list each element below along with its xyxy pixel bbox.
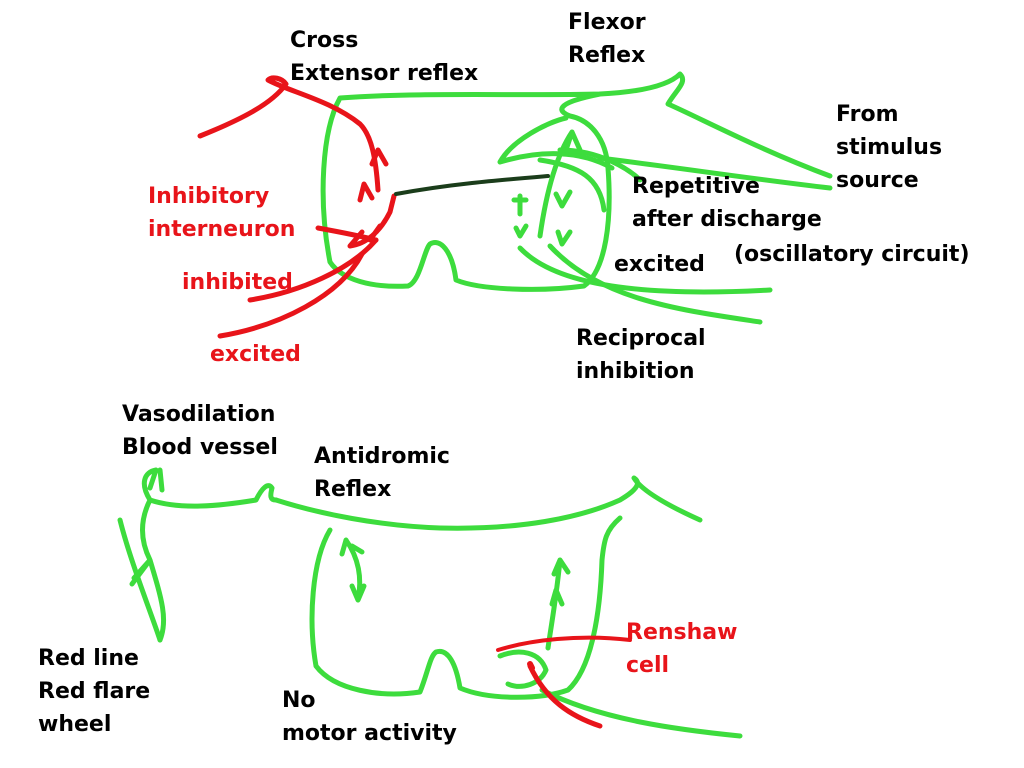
oscillatory-circuit-label: (oscillatory circuit) bbox=[734, 242, 970, 267]
excited-right-label: excited bbox=[614, 252, 705, 277]
top-stimulus-fiber bbox=[597, 155, 833, 191]
top-excited-axon bbox=[517, 245, 773, 295]
repetitive-after-discharge-label: Repetitive after discharge bbox=[632, 174, 822, 232]
renshaw-cell-label: Renshaw cell bbox=[626, 620, 738, 678]
from-stimulus-label: From stimulus source bbox=[836, 102, 943, 193]
bottom-left-fiber bbox=[117, 517, 163, 643]
cross-extensor-label: Cross Extensor reflex bbox=[290, 28, 479, 86]
top-flexor-neuron-2 bbox=[511, 193, 529, 239]
bottom-renshaw-output-axon bbox=[527, 663, 603, 729]
top-reciprocal-axon bbox=[547, 243, 763, 325]
bottom-cord-outline bbox=[273, 475, 703, 700]
top-flexor-neuron-1 bbox=[537, 129, 583, 239]
bottom-renshaw-neuron bbox=[545, 557, 571, 651]
top-inhibited-axon bbox=[247, 237, 379, 303]
no-motor-activity-label: No motor activity bbox=[282, 688, 457, 746]
top-flexor-neuron-3 bbox=[553, 189, 573, 247]
top-inhibitory-interneuron-1 bbox=[357, 147, 389, 203]
bottom-vasodilation-neuron bbox=[129, 467, 279, 643]
top-interneuron-input bbox=[315, 225, 379, 243]
bottom-antidromic-neuron bbox=[339, 537, 367, 603]
antidromic-reflex-label: Antidromic Reflex bbox=[314, 444, 450, 502]
top-excited-axon-red bbox=[217, 251, 365, 339]
bottom-renshaw-input-fiber bbox=[496, 635, 632, 652]
vasodilation-label: Vasodilation Blood vessel bbox=[122, 402, 278, 460]
reciprocal-inhibition-label: Reciprocal inhibition bbox=[576, 326, 706, 384]
red-line-label: Red line Red flare wheel bbox=[38, 646, 151, 737]
inhibitory-interneuron-label: Inhibitory interneuron bbox=[148, 184, 296, 242]
flexor-label: Flexor Reflex bbox=[568, 10, 646, 68]
top-cross-extensor-dendrite bbox=[197, 75, 381, 193]
bottom-right-motor-fiber bbox=[539, 687, 743, 739]
top-cord-outline bbox=[320, 71, 833, 292]
top-right-horn bbox=[497, 115, 615, 171]
top-commissural-fiber bbox=[394, 174, 550, 196]
inhibited-label: inhibited bbox=[182, 270, 293, 295]
excited-left-label: excited bbox=[210, 342, 301, 367]
bottom-renshaw-loop bbox=[497, 649, 549, 689]
